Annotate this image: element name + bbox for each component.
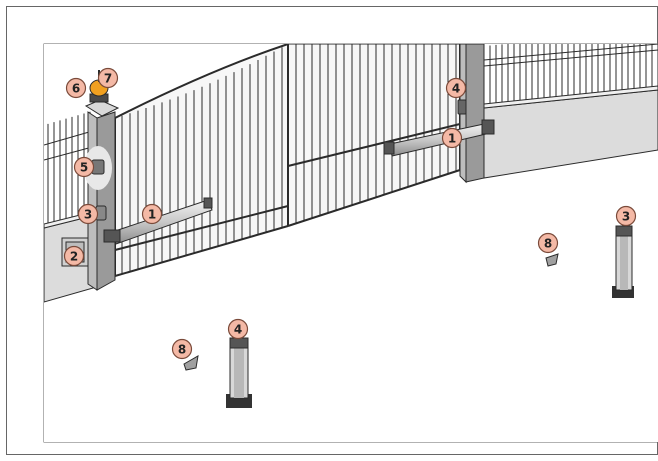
callout-number: 5 xyxy=(80,161,88,175)
callout-number: 8 xyxy=(544,237,552,251)
callout-gate-operator-left: 1 xyxy=(141,203,163,225)
callout-number: 4 xyxy=(234,323,242,337)
callout-number: 1 xyxy=(148,208,156,222)
callout-gate-operator-right: 1 xyxy=(441,127,463,149)
callout-number: 8 xyxy=(178,343,186,357)
callout-photocell-post-right: 3 xyxy=(615,205,637,227)
right-gate-leaf xyxy=(287,44,461,227)
callout-number: 3 xyxy=(84,208,92,222)
callout-ground-stop-left: 8 xyxy=(171,338,193,360)
callout-number: 6 xyxy=(72,82,80,96)
callout-number: 7 xyxy=(104,72,112,86)
callout-photocell-wall: 3 xyxy=(77,203,99,225)
callout-number: 2 xyxy=(70,250,78,264)
callout-number: 1 xyxy=(448,132,456,146)
callout-control-panel: 2 xyxy=(63,245,85,267)
ground-stop-left-icon xyxy=(183,355,199,371)
callout-ground-stop-right: 8 xyxy=(537,232,559,254)
callout-number: 4 xyxy=(452,82,460,96)
photocell-post-right-icon xyxy=(612,225,634,298)
photocell-post-left-icon xyxy=(226,337,252,408)
left-pillar xyxy=(84,99,120,291)
gate-operator-left-icon xyxy=(103,197,213,245)
callout-key-selector: 5 xyxy=(73,156,95,178)
ground-stop-right-icon xyxy=(545,253,559,267)
key-selector-icon xyxy=(84,146,112,190)
callout-antenna: 7 xyxy=(97,67,119,89)
callout-photocell-pillar-right: 4 xyxy=(445,77,467,99)
photocell-pillar-icon xyxy=(457,99,467,115)
callout-flashing-light: 6 xyxy=(65,77,87,99)
callout-photocell-post-left: 4 xyxy=(227,318,249,340)
right-fence xyxy=(483,44,658,104)
callout-number: 3 xyxy=(622,210,630,224)
